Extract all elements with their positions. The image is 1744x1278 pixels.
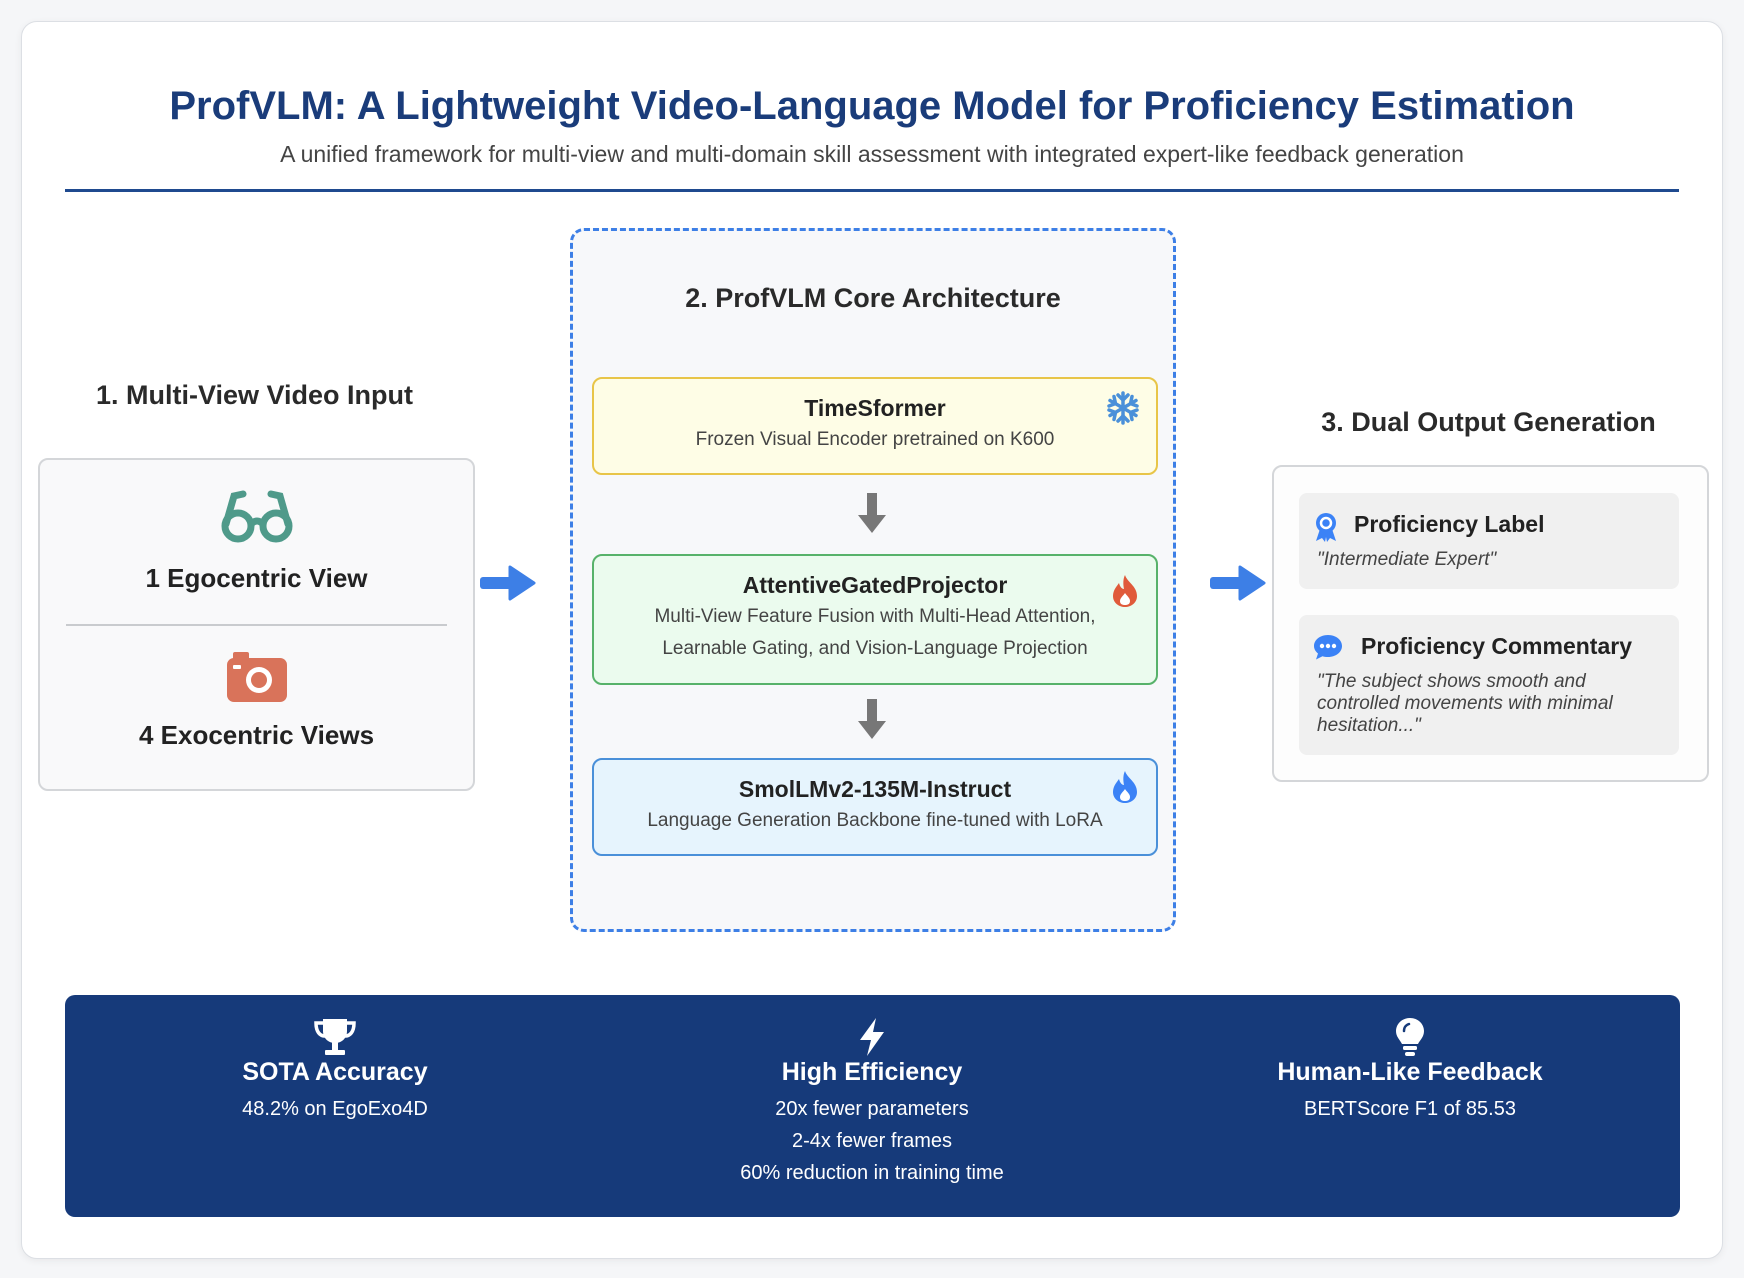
page-title: ProfVLM: A Lightweight Video-Language Mo… [169, 84, 1575, 128]
stat-detail: 48.2% on EgoExo4D [242, 1098, 428, 1120]
fire-icon [1110, 574, 1140, 613]
stat-title: Human-Like Feedback [1277, 1058, 1543, 1086]
proficiency-commentary-title: Proficiency Commentary [1361, 633, 1632, 659]
bolt-icon [602, 1017, 1142, 1057]
arrow-down-icon [858, 493, 886, 540]
arrow-down-icon [858, 699, 886, 746]
award-icon [1313, 511, 1339, 548]
projector-block: AttentiveGatedProjector Multi-View Featu… [592, 554, 1158, 685]
header-divider [65, 189, 1679, 192]
input-divider [66, 624, 447, 626]
page-subtitle: A unified framework for multi-view and m… [280, 141, 1464, 167]
stat-detail: 2-4x fewer frames [791, 1130, 953, 1152]
proficiency-commentary-value: "The subject shows smooth and controlled… [1317, 671, 1613, 736]
highlights-footer: SOTA Accuracy 48.2% on EgoExo4D High Eff… [65, 995, 1680, 1217]
core-architecture-panel: 2. ProfVLM Core Architecture TimeSformer… [570, 228, 1176, 932]
glasses-icon [40, 488, 473, 546]
diagram-card: ProfVLM: A Lightweight Video-Language Mo… [21, 21, 1723, 1259]
comment-icon [1313, 633, 1343, 666]
lightbulb-icon [1140, 1017, 1680, 1057]
egocentric-view-label: 1 Egocentric View [145, 563, 368, 593]
stat-detail: 60% reduction in training time [740, 1162, 1004, 1184]
stat-title: SOTA Accuracy [242, 1058, 428, 1086]
stat-detail: BERTScore F1 of 85.53 [1304, 1098, 1516, 1120]
video-input-panel: 1 Egocentric View 4 Exocentric Views [38, 458, 475, 791]
block-name: TimeSformer [804, 395, 946, 421]
timesformer-block: TimeSformer Frozen Visual Encoder pretra… [592, 377, 1158, 475]
input-section-title: 1. Multi-View Video Input [95, 380, 414, 410]
core-section-title: 2. ProfVLM Core Architecture [685, 283, 1061, 313]
snowflake-icon [1106, 391, 1140, 430]
block-description: Language Generation Backbone fine-tuned … [647, 810, 1103, 831]
dual-output-panel: Proficiency Label "Intermediate Expert" … [1272, 465, 1709, 782]
block-description: Multi-View Feature Fusion with Multi-Hea… [654, 606, 1096, 659]
block-name: AttentiveGatedProjector [742, 572, 1008, 598]
exocentric-views-label: 4 Exocentric Views [138, 720, 375, 750]
proficiency-label-card: Proficiency Label "Intermediate Expert" [1299, 493, 1679, 589]
proficiency-label-title: Proficiency Label [1354, 511, 1545, 537]
trophy-icon [65, 1017, 605, 1057]
arrow-right-icon [1210, 565, 1266, 606]
llm-block: SmolLMv2-135M-Instruct Language Generati… [592, 758, 1158, 856]
fire-icon [1110, 770, 1140, 809]
block-name: SmolLMv2-135M-Instruct [738, 776, 1012, 802]
proficiency-commentary-card: Proficiency Commentary "The subject show… [1299, 615, 1679, 755]
block-description: Frozen Visual Encoder pretrained on K600 [695, 429, 1055, 450]
proficiency-label-value: "Intermediate Expert" [1317, 549, 1497, 570]
arrow-right-icon [480, 565, 536, 606]
stat-title: High Efficiency [781, 1058, 963, 1086]
camera-icon [40, 650, 473, 704]
output-section-title: 3. Dual Output Generation [1321, 407, 1656, 437]
stat-detail: 20x fewer parameters [775, 1098, 969, 1120]
